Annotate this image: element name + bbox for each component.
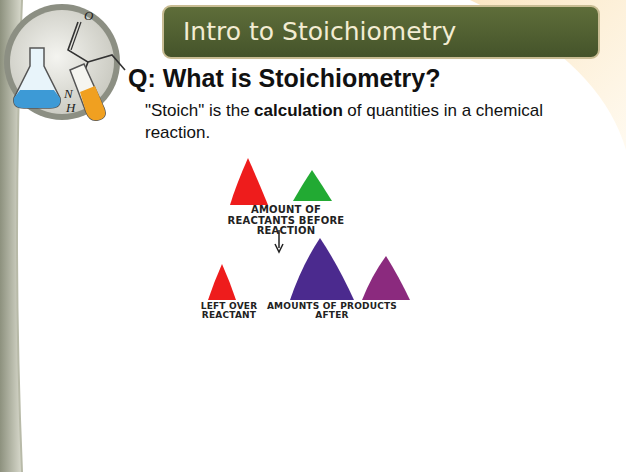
pile-caption: AMOUNT OF REACTANTS BEFORE REACTION xyxy=(222,205,350,237)
reaction-arrowhead xyxy=(275,244,283,252)
flask xyxy=(14,48,61,108)
text-run: "Stoich" is the xyxy=(145,101,250,120)
atom-label: N xyxy=(64,86,73,102)
leftover-pile xyxy=(208,264,236,300)
title-band xyxy=(163,6,599,58)
product-pile-purple xyxy=(290,238,354,300)
double-bond xyxy=(71,22,81,50)
slide-question: Q: What is Stoichiometry? xyxy=(128,64,441,93)
flask-liquid xyxy=(14,90,61,108)
reactant-pile-red xyxy=(230,158,268,205)
atom-label: H xyxy=(66,100,75,116)
pile-caption: LEFT OVER REACTANT xyxy=(194,302,264,321)
tube-liquid xyxy=(80,86,105,120)
pile-caption: AMOUNTS OF PRODUCTS AFTER xyxy=(264,302,400,321)
definition-text: "Stoich" is thecalculationof quantities … xyxy=(145,100,545,144)
slide-title: Intro to Stoichiometry xyxy=(183,14,456,50)
icon-ring xyxy=(4,4,120,120)
product-pile-magenta xyxy=(362,256,410,300)
bold-term: calculation xyxy=(254,101,343,120)
atom-label: O xyxy=(84,8,93,24)
reactant-pile-green xyxy=(293,170,332,201)
